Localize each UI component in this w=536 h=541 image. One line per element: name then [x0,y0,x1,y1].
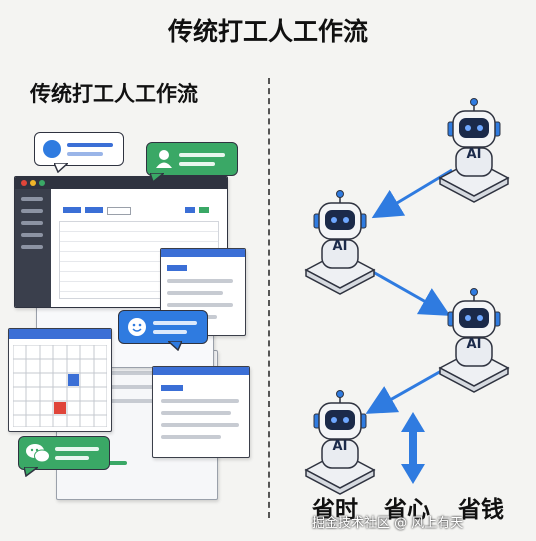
chat-bubble-wechat [18,436,110,470]
benefit-save-money: 省钱 [458,497,504,523]
dashboard-titlebar [15,177,227,189]
chat-bubble-white-tail [54,163,68,173]
arrow-icon [371,168,453,219]
center-divider [268,78,270,518]
double-arrow-icon [401,412,425,484]
page-title: 传统打工人工作流 [167,17,368,46]
dashboard-sidebar [15,189,51,307]
chat-bubble-blue-tail [168,341,182,351]
chat-bubble-green [146,142,238,176]
watermark: 掘金技术社区 @ 风上有天 [312,516,464,531]
calendar-window [8,328,112,432]
ai-flow-diagram: AI AI AI AI [305,97,509,495]
benefit-save-time: 省时 [312,497,358,523]
benefit-save-worry: 省心 [384,497,430,523]
robot-label: AI [333,239,348,254]
calendar-grid [13,345,107,427]
smiley-icon [128,318,146,336]
robot-label: AI [333,439,348,454]
user-icon [156,150,172,168]
chat-bubble-blue [118,310,208,344]
avatar-dot-icon [43,140,61,158]
wechat-icon [26,444,50,463]
arrow-icon [365,266,451,316]
chat-bubble-wechat-tail [24,467,38,477]
left-heading: 传统打工人工作流 [30,82,198,106]
chat-bubble-green-tail [150,173,164,183]
robot-label: AI [467,147,482,162]
document-window [152,366,250,458]
arrow-icon [365,364,451,414]
robot-label: AI [467,337,482,352]
chat-bubble-white [34,132,124,166]
